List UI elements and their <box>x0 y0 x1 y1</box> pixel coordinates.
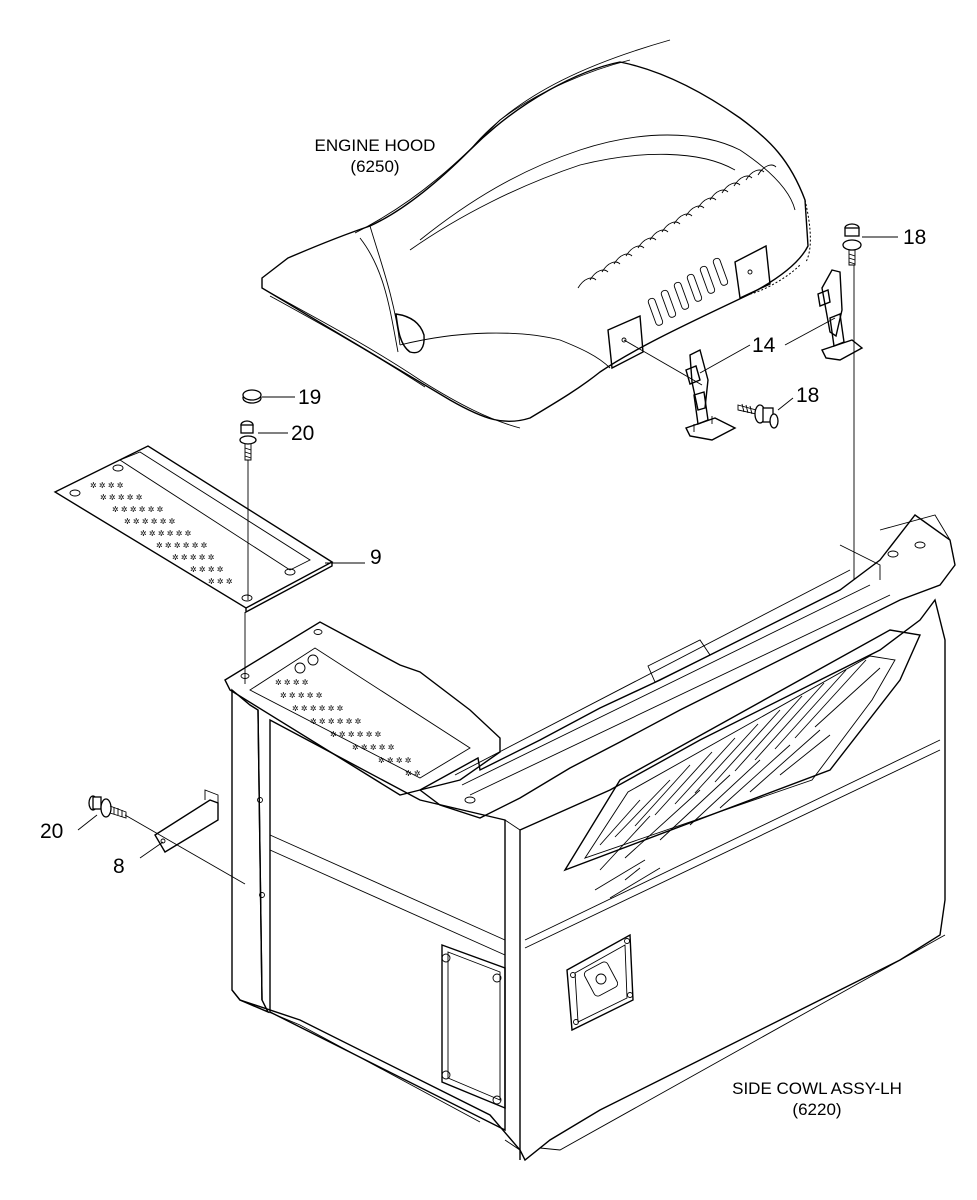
engine-hood-code: (6250) <box>350 157 399 176</box>
bolt-20-top <box>239 420 257 461</box>
svg-text:✲ ✲ ✲ ✲ ✲ ✲: ✲ ✲ ✲ ✲ ✲ ✲ <box>330 730 382 739</box>
side-cowl-code: (6220) <box>792 1100 841 1119</box>
engine-hood <box>261 39 811 429</box>
svg-text:✲ ✲ ✲ ✲ ✲ ✲: ✲ ✲ ✲ ✲ ✲ ✲ <box>124 517 176 526</box>
side-cowl-label: SIDE COWL ASSY-LH <box>732 1079 902 1098</box>
svg-text:✲ ✲ ✲ ✲: ✲ ✲ ✲ ✲ <box>190 565 224 574</box>
svg-text:✲ ✲ ✲: ✲ ✲ ✲ <box>208 577 233 586</box>
svg-text:✲ ✲ ✲ ✲ ✲ ✲: ✲ ✲ ✲ ✲ ✲ ✲ <box>140 529 192 538</box>
svg-text:✲ ✲ ✲ ✲ ✲: ✲ ✲ ✲ ✲ ✲ <box>280 691 323 700</box>
bolt-18-top <box>842 223 862 266</box>
callout-19: 19 <box>298 386 321 409</box>
svg-text:✲ ✲ ✲ ✲ ✲ ✲: ✲ ✲ ✲ ✲ ✲ ✲ <box>310 717 362 726</box>
side-grille <box>563 629 922 899</box>
callout-8: 8 <box>113 855 125 878</box>
svg-text:✲ ✲ ✲ ✲: ✲ ✲ ✲ ✲ <box>378 756 412 765</box>
hood-vents <box>577 164 777 326</box>
assembly-lines <box>77 236 898 885</box>
plate-perforations: ✲ ✲ ✲ ✲ ✲ ✲ ✲ ✲ ✲ ✲ ✲ ✲ ✲ ✲ ✲ ✲ ✲ ✲ ✲ ✲ … <box>90 481 233 586</box>
svg-text:✲ ✲ ✲ ✲ ✲: ✲ ✲ ✲ ✲ ✲ <box>172 553 215 562</box>
bracket-8 <box>154 789 219 853</box>
callout-9: 9 <box>370 546 382 569</box>
callout-20-left: 20 <box>40 820 63 843</box>
latch-left <box>685 348 737 441</box>
svg-text:✲ ✲: ✲ ✲ <box>405 769 421 778</box>
bolt-20-left <box>88 795 127 819</box>
svg-text:✲ ✲ ✲ ✲ ✲ ✲: ✲ ✲ ✲ ✲ ✲ ✲ <box>156 541 208 550</box>
svg-text:✲ ✲ ✲ ✲ ✲ ✲: ✲ ✲ ✲ ✲ ✲ ✲ <box>292 704 344 713</box>
svg-text:✲ ✲ ✲ ✲: ✲ ✲ ✲ ✲ <box>90 481 124 490</box>
svg-text:✲ ✲ ✲ ✲: ✲ ✲ ✲ ✲ <box>275 678 309 687</box>
svg-text:✲ ✲ ✲ ✲ ✲ ✲: ✲ ✲ ✲ ✲ ✲ ✲ <box>112 505 164 514</box>
callout-14: 14 <box>752 334 776 357</box>
latch-right <box>817 269 864 361</box>
svg-text:✲ ✲ ✲ ✲ ✲: ✲ ✲ ✲ ✲ ✲ <box>100 493 143 502</box>
callout-18-mid: 18 <box>796 384 819 407</box>
bolt-18-mid <box>737 403 779 429</box>
part-9-step-plate: ✲ ✲ ✲ ✲ ✲ ✲ ✲ ✲ ✲ ✲ ✲ ✲ ✲ ✲ ✲ ✲ ✲ ✲ ✲ ✲ … <box>53 445 334 614</box>
engine-hood-label: ENGINE HOOD <box>315 136 436 155</box>
svg-text:✲ ✲ ✲ ✲ ✲: ✲ ✲ ✲ ✲ ✲ <box>352 743 395 752</box>
side-cowl-assembly <box>224 514 956 1162</box>
callout-20-top: 20 <box>291 422 314 445</box>
callout-18-top: 18 <box>903 226 926 249</box>
deck-perforations: ✲ ✲ ✲ ✲ ✲ ✲ ✲ ✲ ✲ ✲ ✲ ✲ ✲ ✲ ✲ ✲ ✲ ✲ ✲ ✲ … <box>275 654 421 778</box>
nut-19 <box>242 389 262 404</box>
